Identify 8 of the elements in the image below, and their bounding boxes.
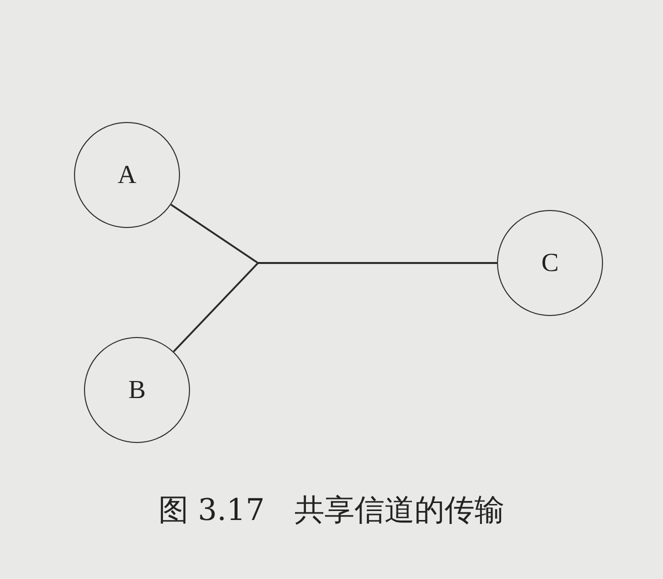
- circle-node: [497, 210, 603, 316]
- figure-caption: 图 3.17 共享信道的传输: [158, 493, 505, 528]
- circle-node: [84, 337, 190, 443]
- node-label: C: [541, 248, 559, 278]
- node-label: A: [118, 160, 136, 190]
- circle-node: [74, 122, 180, 228]
- connector-line: [172, 262, 497, 352]
- node-label: B: [128, 375, 146, 405]
